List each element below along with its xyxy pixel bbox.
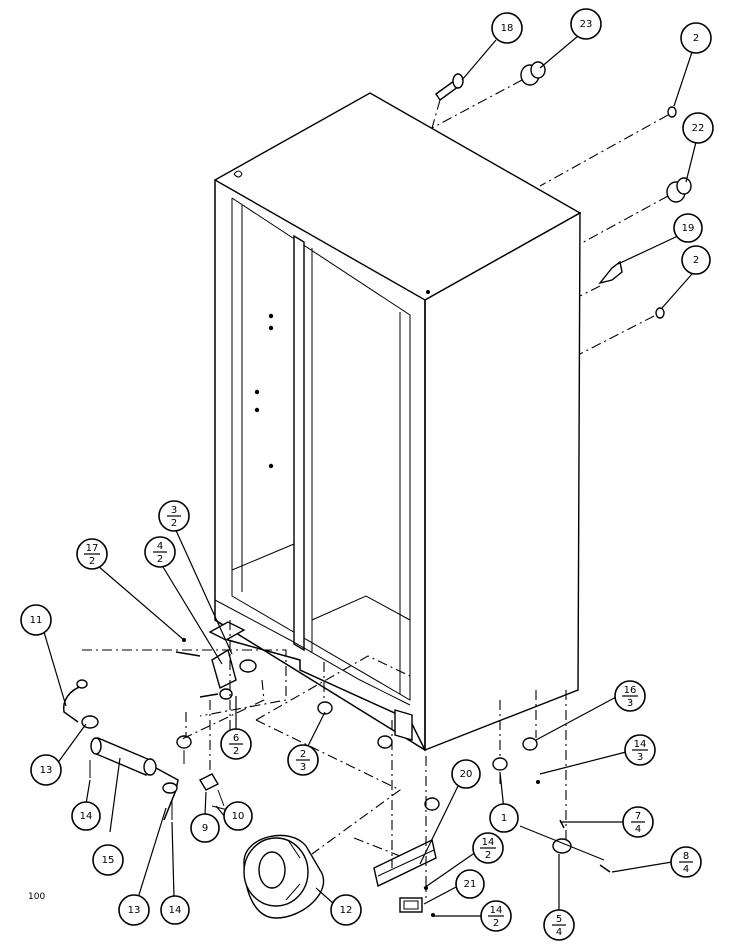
drain-tube-assembly <box>62 679 179 821</box>
callout-20: 20 <box>451 759 481 789</box>
svg-text:2: 2 <box>300 749 306 760</box>
svg-text:4: 4 <box>556 927 562 938</box>
svg-text:4: 4 <box>635 824 641 835</box>
svg-text:6: 6 <box>233 733 239 744</box>
part-23-plug <box>520 61 546 86</box>
callout-11: 11 <box>20 604 52 636</box>
svg-text:17: 17 <box>86 543 99 554</box>
svg-text:20: 20 <box>460 769 473 780</box>
svg-text:21: 21 <box>464 879 477 890</box>
part-18-drain-fitting <box>435 73 464 101</box>
svg-text:19: 19 <box>682 223 695 234</box>
svg-text:3: 3 <box>300 762 306 773</box>
callout-4-over-2: 42 <box>144 536 176 568</box>
callout-7-over-4: 74 <box>622 806 654 838</box>
svg-text:1: 1 <box>501 813 507 824</box>
svg-text:14: 14 <box>169 905 182 916</box>
part-22-plug <box>666 177 692 203</box>
svg-text:9: 9 <box>202 823 208 834</box>
leveler-bracket-left <box>175 621 257 700</box>
callout-5-over-4: 54 <box>543 909 575 941</box>
callout-19: 19 <box>673 213 703 243</box>
svg-text:12: 12 <box>340 905 353 916</box>
svg-text:3: 3 <box>171 505 177 516</box>
part-2-screw-upper <box>667 106 677 118</box>
svg-text:7: 7 <box>635 811 641 822</box>
part-12-insulation-ring <box>243 834 325 919</box>
svg-text:2: 2 <box>233 746 239 757</box>
callout-17-over-2: 172 <box>76 538 108 570</box>
svg-text:4: 4 <box>683 864 689 875</box>
svg-text:15: 15 <box>102 855 115 866</box>
callout-13-lower: 13 <box>118 894 150 926</box>
callout-18: 18 <box>491 12 523 44</box>
svg-text:2: 2 <box>693 255 699 266</box>
callout-15: 15 <box>92 844 124 876</box>
svg-text:2: 2 <box>89 556 95 567</box>
svg-text:11: 11 <box>30 615 43 626</box>
svg-text:18: 18 <box>501 23 514 34</box>
callout-2-over-3: 23 <box>287 744 319 776</box>
svg-text:14: 14 <box>634 739 647 750</box>
callout-12: 12 <box>330 894 362 926</box>
callout-14-over-2-lower: 142 <box>480 900 512 932</box>
callout-9: 9 <box>190 813 220 843</box>
part-2-screw-lower <box>655 307 665 319</box>
svg-text:2: 2 <box>171 518 177 529</box>
svg-text:14: 14 <box>482 837 495 848</box>
svg-text:14: 14 <box>490 905 503 916</box>
leveler-feet <box>176 701 538 811</box>
callout-16-over-3: 163 <box>614 680 646 712</box>
callout-22: 22 <box>682 112 714 144</box>
svg-text:5: 5 <box>556 914 562 925</box>
callout-6-over-2: 62 <box>220 728 252 760</box>
callout-13-upper: 13 <box>30 754 62 786</box>
callout-2-lower: 2 <box>681 245 711 275</box>
part-19-clip <box>598 260 623 285</box>
callout-1: 1 <box>489 803 519 833</box>
part-21-clip <box>399 886 435 917</box>
part-5-leveler <box>519 780 611 873</box>
svg-text:23: 23 <box>580 19 593 30</box>
svg-text:13: 13 <box>40 765 53 776</box>
callout-14-lower: 14 <box>160 895 190 925</box>
callout-3-over-2: 32 <box>158 500 190 532</box>
callout-21: 21 <box>455 869 485 899</box>
svg-text:2: 2 <box>157 554 163 565</box>
svg-text:10: 10 <box>232 811 245 822</box>
callout-10: 10 <box>223 801 253 831</box>
svg-text:3: 3 <box>627 698 633 709</box>
svg-text:2: 2 <box>493 918 499 929</box>
callout-leaders <box>43 35 697 917</box>
part-9-10-clip <box>199 773 229 811</box>
svg-text:22: 22 <box>692 123 705 134</box>
page-number: 100 <box>28 892 45 902</box>
callout-14-left: 14 <box>71 801 101 831</box>
svg-text:14: 14 <box>80 811 93 822</box>
dashed-leader-lines <box>82 79 669 898</box>
part-20-bracket <box>373 838 437 888</box>
svg-text:3: 3 <box>637 752 643 763</box>
svg-text:2: 2 <box>485 850 491 861</box>
svg-text:4: 4 <box>157 541 163 552</box>
svg-text:13: 13 <box>128 905 141 916</box>
svg-text:2: 2 <box>693 33 699 44</box>
svg-text:8: 8 <box>683 851 689 862</box>
callout-14-over-2-upper: 142 <box>472 832 504 864</box>
callout-14-over-3: 143 <box>624 734 656 766</box>
callout-8-over-4: 84 <box>670 846 702 878</box>
svg-text:16: 16 <box>624 685 637 696</box>
refrigerator-cabinet <box>213 92 582 752</box>
callout-23: 23 <box>570 8 602 40</box>
callout-2-top: 2 <box>680 22 712 54</box>
